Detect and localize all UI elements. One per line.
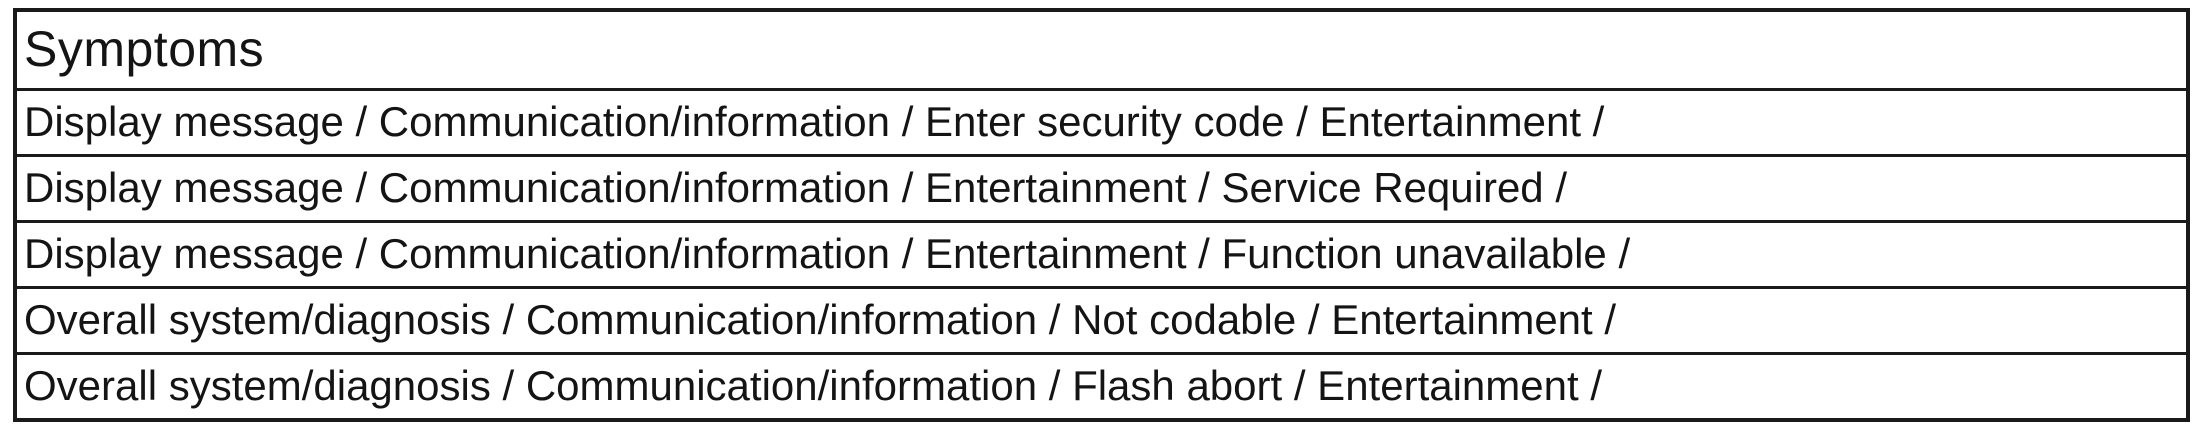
symptom-cell: Display message / Communication/informat…: [24, 97, 1605, 145]
table-header-row: Symptoms: [17, 12, 2186, 88]
symptom-cell: Overall system/diagnosis / Communication…: [24, 295, 1617, 343]
table-header-label: Symptoms: [24, 21, 265, 77]
table-row: Overall system/diagnosis / Communication…: [17, 286, 2186, 352]
symptom-cell: Display message / Communication/informat…: [24, 163, 1568, 211]
symptoms-table: Symptoms Display message / Communication…: [13, 8, 2190, 422]
symptom-cell: Display message / Communication/informat…: [24, 229, 1631, 277]
table-row: Overall system/diagnosis / Communication…: [17, 352, 2186, 418]
symptom-cell: Overall system/diagnosis / Communication…: [24, 361, 1602, 409]
table-row: Display message / Communication/informat…: [17, 220, 2186, 286]
table-row: Display message / Communication/informat…: [17, 88, 2186, 154]
table-row: Display message / Communication/informat…: [17, 154, 2186, 220]
